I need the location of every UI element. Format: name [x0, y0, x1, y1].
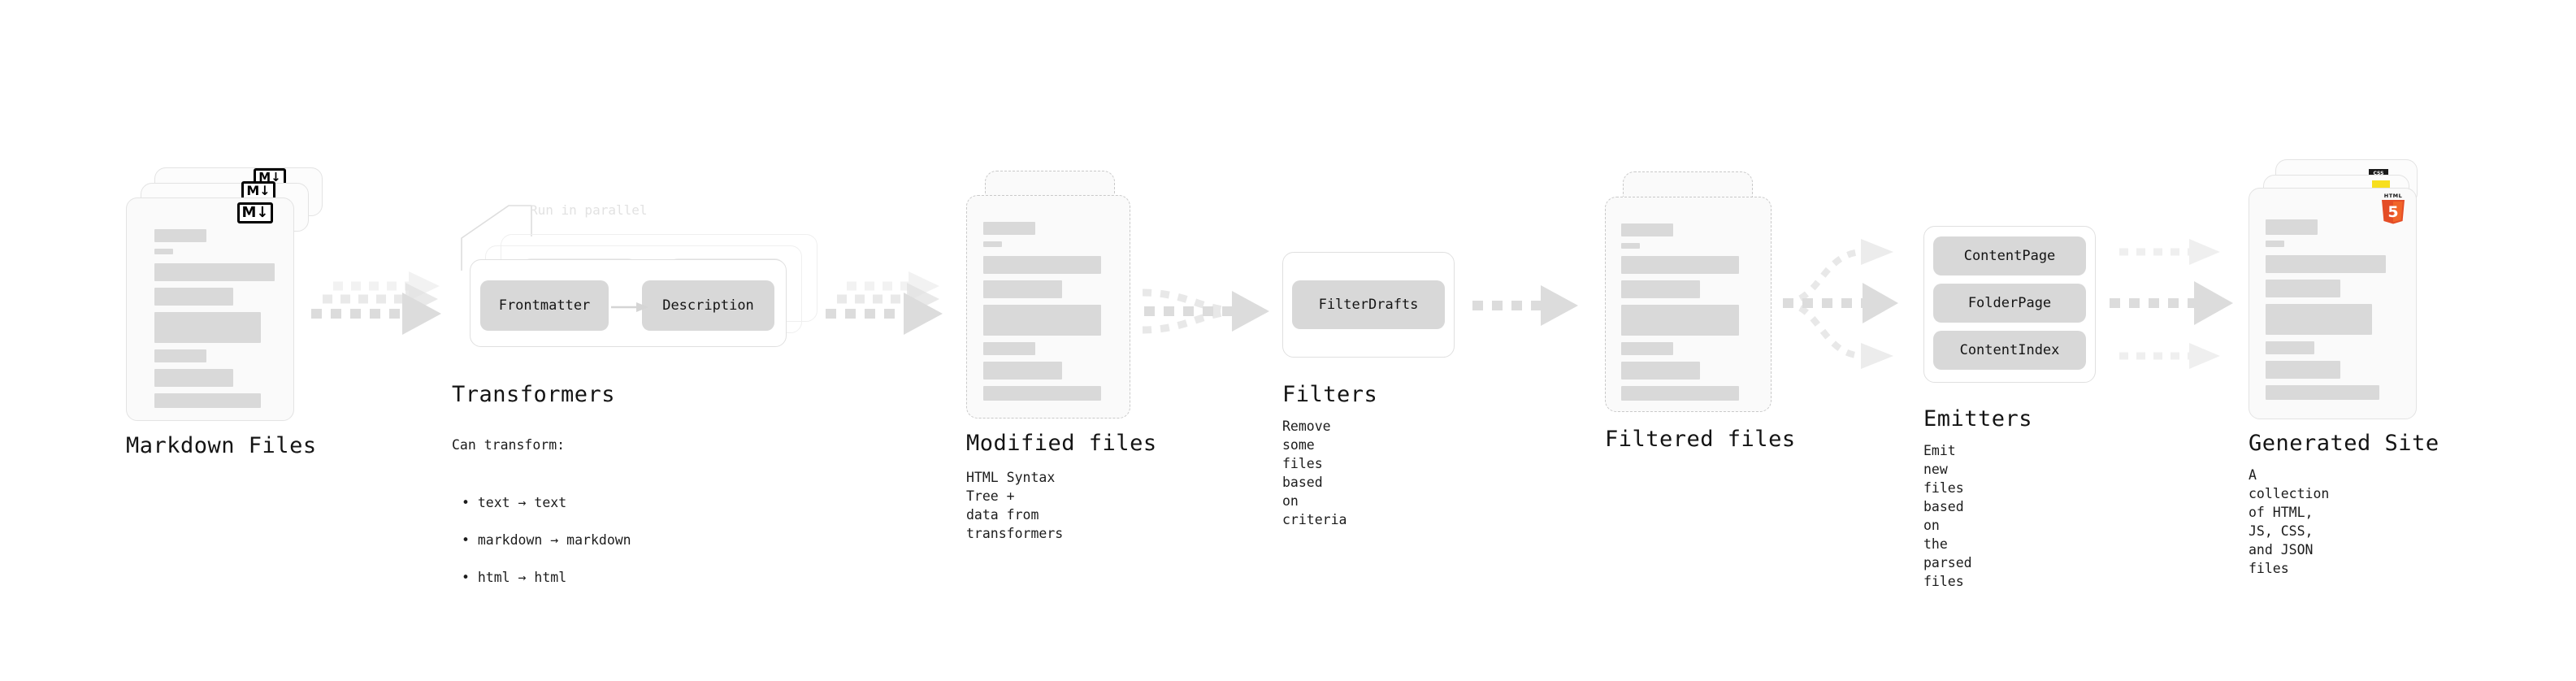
doc-bar — [154, 312, 261, 343]
filtered-card-front — [1605, 197, 1772, 412]
transformers-bullet-list: • text → text • markdown → markdown • ht… — [452, 475, 631, 605]
transformers-bullet: • markdown → markdown — [462, 532, 631, 548]
stage-title-filtered-files: Filtered files — [1605, 427, 1796, 452]
markdown-card-front — [126, 197, 294, 421]
doc-bar — [983, 256, 1101, 274]
stage-title-generated-site: Generated Site — [2249, 431, 2439, 456]
doc-bar — [1621, 342, 1673, 355]
transformers-bullet: • html → html — [462, 570, 567, 585]
emitter-pill-contentpage[interactable]: ContentPage — [1933, 236, 2086, 275]
stage-title-markdown-files: Markdown Files — [126, 433, 317, 458]
svg-text:HTML: HTML — [2384, 193, 2402, 199]
stage-title-filters: Filters — [1282, 382, 1378, 407]
emitter-pill-contentpage-label: ContentPage — [1963, 248, 2056, 264]
transformer-pill-frontmatter-label: Frontmatter — [498, 297, 591, 314]
emitter-pill-folderpage[interactable]: FolderPage — [1933, 284, 2086, 323]
doc-bar — [2266, 219, 2318, 235]
stage-title-modified-files: Modified files — [966, 431, 1157, 456]
transformers-desc-lead: Can transform: — [452, 437, 566, 453]
svg-text:CSS: CSS — [2374, 171, 2384, 176]
doc-bar — [983, 305, 1101, 336]
doc-bar — [983, 342, 1035, 355]
stage-title-transformers: Transformers — [452, 382, 616, 407]
doc-bar — [154, 229, 206, 242]
doc-bar — [154, 393, 261, 408]
transformer-pill-description-label: Description — [662, 297, 754, 314]
transformer-pill-frontmatter[interactable]: Frontmatter — [480, 280, 609, 331]
doc-bar — [983, 222, 1035, 235]
doc-bar — [983, 386, 1101, 401]
markdown-icon-label-mid: M↓ — [246, 182, 271, 198]
markdown-icon: M↓ — [237, 202, 273, 223]
doc-bar — [983, 241, 1002, 247]
filter-pill-filterdrafts[interactable]: FilterDrafts — [1292, 280, 1445, 329]
doc-bar — [1621, 362, 1700, 380]
stage-desc-generated-site: A collection of HTML, JS, CSS, and JSON … — [2249, 467, 2330, 576]
stage-desc-modified-files: HTML Syntax Tree + data from transformer… — [966, 470, 1064, 541]
doc-bar — [983, 280, 1062, 298]
stage-desc-filters: Remove some files based on criteria — [1282, 419, 1347, 527]
doc-bar — [2266, 255, 2386, 273]
arrow-markdown-to-transformers — [305, 268, 467, 361]
emitter-pill-folderpage-label: FolderPage — [1967, 295, 2052, 311]
doc-bar — [2266, 385, 2379, 400]
svg-text:5: 5 — [2387, 203, 2398, 221]
stage-desc-transformers: Can transform: • text → text • markdown … — [452, 417, 631, 624]
emitter-pill-contentindex[interactable]: ContentIndex — [1933, 331, 2086, 370]
doc-bar — [2266, 280, 2340, 297]
doc-bar — [2266, 304, 2372, 335]
doc-bar — [154, 288, 233, 306]
markdown-icon-mid: M↓ — [241, 181, 275, 200]
stage-desc-emitters: Emit new files based on the parsed files — [1923, 443, 1972, 589]
doc-bar — [1621, 256, 1739, 274]
doc-bar — [2266, 361, 2340, 379]
transformers-bullet-label: text → text — [477, 495, 567, 510]
transformer-pill-description[interactable]: Description — [642, 280, 774, 331]
arrow-filters-to-filtered — [1469, 283, 1599, 335]
transformers-bullet-label: markdown → markdown — [477, 532, 631, 548]
markdown-icon-label-front: M↓ — [241, 204, 269, 221]
doc-bar — [983, 362, 1062, 380]
modified-card-front — [966, 195, 1130, 419]
doc-bar — [1621, 280, 1700, 298]
transformers-bullet: • text → text — [462, 495, 567, 510]
doc-bar — [154, 263, 275, 281]
arrow-emitters-to-site — [2106, 236, 2269, 393]
doc-bar — [154, 349, 206, 362]
filter-pill-filterdrafts-label: FilterDrafts — [1318, 297, 1419, 313]
doc-bar — [2266, 241, 2284, 247]
doc-bar — [154, 249, 173, 254]
doc-bar — [154, 369, 233, 387]
doc-bar — [1621, 223, 1673, 236]
run-in-parallel-label: Run in parallel — [530, 202, 648, 218]
markdown-icon-label: M↓ — [258, 169, 281, 184]
stage-title-emitters: Emitters — [1923, 406, 2033, 432]
site-card-front — [2249, 188, 2417, 419]
arrow-modified-to-filters — [1138, 260, 1300, 377]
emitter-pill-contentindex-label: ContentIndex — [1959, 342, 2060, 358]
doc-bar — [1621, 305, 1739, 336]
transformers-bullet-label: html → html — [477, 570, 567, 585]
arrow-transformers-to-modified — [821, 268, 967, 361]
run-in-parallel-bracket — [461, 205, 532, 271]
html5-icon: HTML 5 — [2382, 193, 2405, 224]
transformer-connector-arrow — [611, 302, 648, 312]
doc-bar — [2266, 341, 2314, 354]
arrow-filtered-to-emitters — [1780, 236, 1942, 393]
doc-bar — [1621, 243, 1640, 249]
doc-bar — [1621, 386, 1739, 401]
